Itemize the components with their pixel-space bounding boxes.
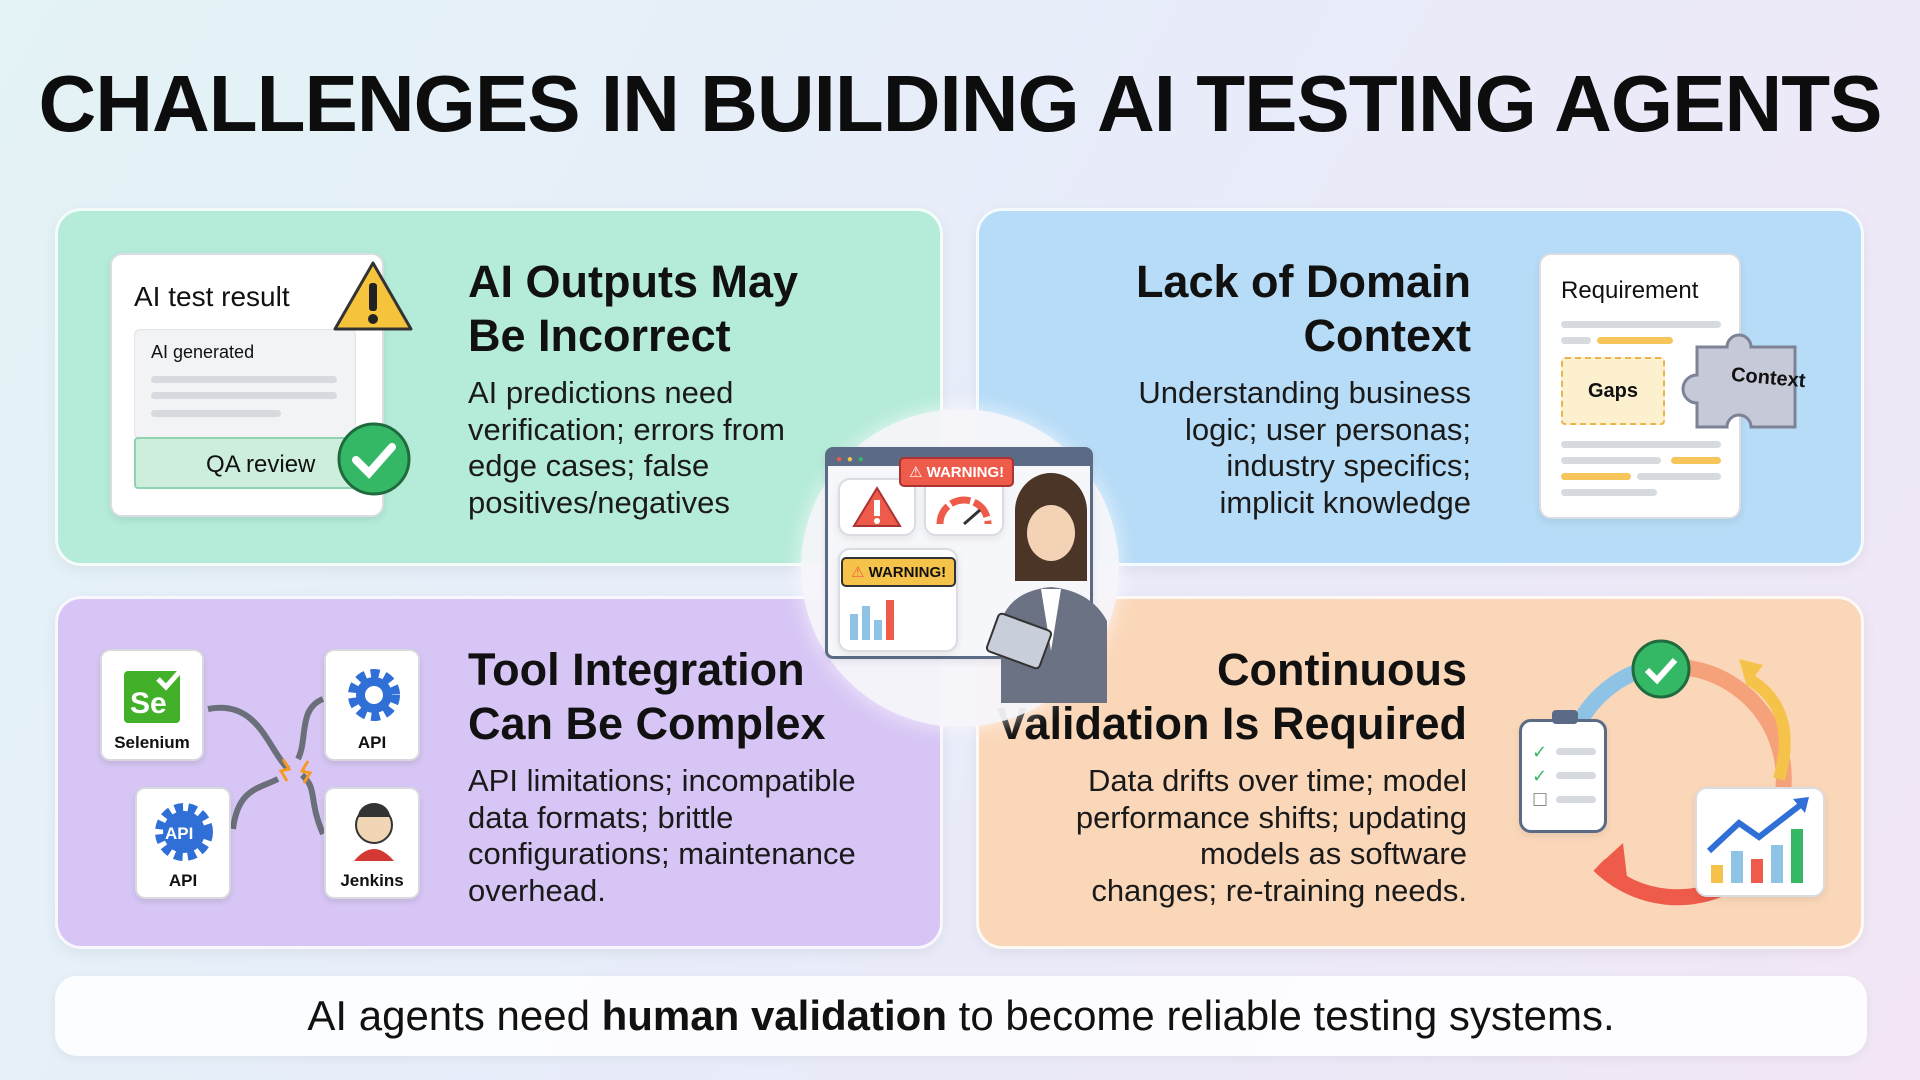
connector-cables [207,696,326,836]
text-line [151,376,337,383]
ai-test-result-panel: AI test result AI generated QA review [110,253,384,517]
text-line [1561,489,1657,496]
warning-icon [852,486,902,527]
gear-icon [348,669,400,721]
warning-icon [333,261,413,331]
center-illustration: ● ● ● ⚠ WARNING! ⚠ WARNING! [801,409,1119,727]
checklist-icon: ✓✓☐ [1519,710,1607,833]
person-with-clipboard [985,473,1107,703]
gauge-icon [924,478,1004,536]
page-title: CHALLENGES IN BUILDING AI TESTING AGENTS [38,59,1882,148]
check-icon [337,422,411,496]
summary-banner: AI agents need human validation to becom… [55,976,1867,1056]
text-line [151,392,337,399]
tool-label: API [357,733,387,752]
panel-title: AI test result [134,281,290,312]
qa-review-label: QA review [206,451,316,478]
ai-generated-label: AI generated [151,342,255,362]
text-line [1561,441,1721,448]
text-line [1561,321,1721,328]
svg-text:API: API [165,824,193,843]
warning-bubble-1: ⚠ WARNING! [899,457,1015,487]
text-line [1556,772,1596,779]
api-gear-icon: API [155,803,213,861]
text-line [1561,337,1591,344]
text-line [1671,457,1721,464]
tool-label: Selenium [114,733,190,752]
text-line [151,410,281,417]
requirement-title: Requirement [1561,277,1699,304]
tool-label: Jenkins [340,871,404,890]
api-tile-2: API API [135,787,231,899]
text-line [1561,473,1631,480]
growth-chart-icon [1695,787,1825,897]
warning-bubble-2: ⚠ WARNING! [841,557,957,587]
ai-generated-box: AI generated [134,329,356,439]
api-tile: API [324,649,420,761]
gaps-box: Gaps [1561,357,1665,425]
qa-review-bar: QA review [134,437,356,489]
tool-label: API [168,871,198,890]
card-ai-outputs-incorrect: AI test result AI generated QA review AI… [55,208,943,566]
card-tool-integration: Se Selenium API API API Jenkins Tool Int… [55,596,943,949]
selenium-logo-icon: Se [124,667,184,723]
text-line [1597,337,1673,344]
text-line [1556,748,1596,755]
jenkins-tile: Jenkins [324,787,420,899]
jenkins-butler-icon [354,803,394,861]
puzzle-piece-icon [1681,333,1797,429]
selenium-tile: Se Selenium [100,649,204,761]
text-line [1637,473,1721,480]
text-line [1556,796,1596,803]
text-line [1561,457,1661,464]
warning-tile [838,478,916,536]
svg-text:Se: Se [130,687,167,720]
